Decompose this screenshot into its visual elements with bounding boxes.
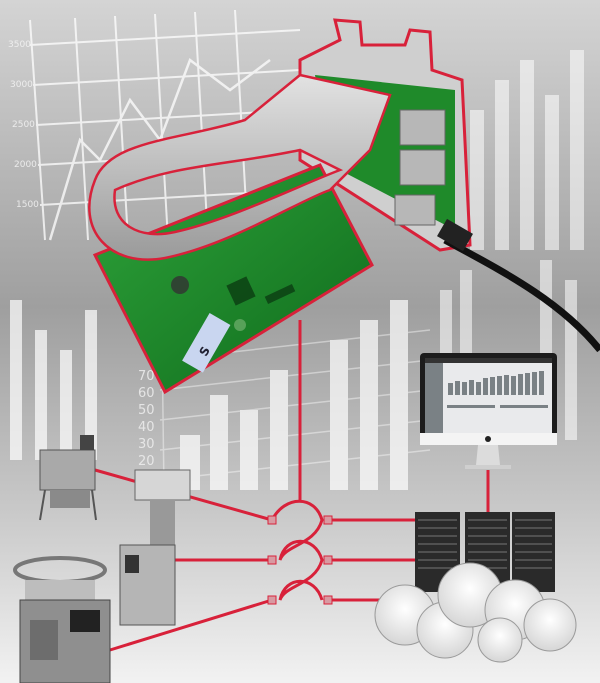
background-bar-chart-left bbox=[10, 300, 431, 491]
tick-label: 3000 bbox=[10, 80, 33, 90]
tick-label: 2500 bbox=[12, 120, 35, 130]
board-label-sticker: S bbox=[182, 313, 231, 373]
tick-label: 2000 bbox=[14, 160, 37, 170]
tick-label: 1500 bbox=[16, 200, 39, 210]
background-line-chart bbox=[29, 9, 301, 241]
ribbon-cable-icon bbox=[88, 73, 392, 261]
usb-cable-icon bbox=[437, 218, 600, 353]
cloud-icon bbox=[374, 562, 577, 663]
hub-loops bbox=[270, 499, 324, 601]
pcb-board-icon: S bbox=[92, 163, 374, 395]
monitor-icon bbox=[420, 353, 557, 469]
connection-nodes bbox=[267, 515, 333, 605]
tick-label: 3500 bbox=[8, 40, 31, 50]
tick-label: 50 bbox=[138, 403, 155, 418]
tick-label: 60 bbox=[138, 386, 155, 401]
tick-label: 40 bbox=[138, 420, 155, 435]
line-machine-3 bbox=[109, 598, 273, 652]
tick-label: 30 bbox=[138, 437, 155, 452]
production-machine-icon bbox=[119, 469, 191, 626]
upper-axis-ticks: 3500 3000 2500 2000 1500 bbox=[8, 40, 39, 210]
production-machine-icon bbox=[13, 556, 111, 683]
tick-label: 70 bbox=[138, 369, 155, 384]
tick-label: 20 bbox=[138, 454, 155, 469]
production-machine-icon bbox=[39, 435, 97, 521]
lower-axis-ticks: 70 60 50 40 30 20 bbox=[138, 369, 155, 469]
